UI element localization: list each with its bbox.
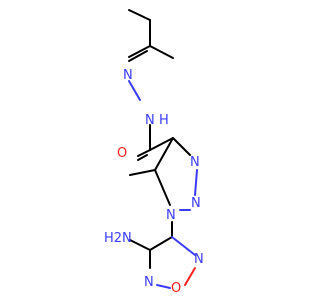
atom-h-amide: H <box>159 113 169 128</box>
bond-ethyl-ch3 <box>128 9 151 21</box>
atom-o-carbonyl: O <box>117 146 127 161</box>
bond-ketimine-c-n <box>128 45 151 58</box>
atom-n-furazan-1: N <box>144 275 154 290</box>
atom-n-furazan-2: N <box>194 252 204 267</box>
atom-labels: N N H O N N N H2N N O N <box>104 68 204 296</box>
bond-amine-c4 <box>129 239 151 251</box>
bond-carbonyl-double-b <box>137 154 148 161</box>
atom-nh-amide: N <box>145 113 155 128</box>
carbon-bonds <box>128 9 174 176</box>
bond-furazan-c3-c4 <box>149 236 173 251</box>
atom-n-triazole-1: N <box>166 208 176 223</box>
atom-n-hydrazone: N <box>123 68 133 83</box>
chemical-structure-diagram: N N H O N N N H2N N O N <box>104 9 204 296</box>
hetero-bonds <box>128 45 198 289</box>
atom-h2n-amino: H2N <box>104 231 132 246</box>
atom-n-triazole-2: N <box>191 196 201 211</box>
bond-triazole-n1-c5 <box>154 169 171 206</box>
bond-ketimine-c-n-double <box>128 50 148 62</box>
bond-carbonyl-double-a <box>137 149 151 157</box>
bond-n-n <box>128 80 141 101</box>
bond-furazan-n-o <box>156 284 171 289</box>
atom-n-triazole-3: N <box>190 155 200 170</box>
bond-furazan-n-c3 <box>171 236 196 256</box>
bond-furazan-o-n <box>184 267 196 286</box>
atom-o-furazan: O <box>171 281 181 296</box>
bond-carboxamide-c-triazole <box>149 137 174 151</box>
bond-methyl-ketimine <box>149 45 174 59</box>
bond-methyl-triazole <box>129 169 156 176</box>
bond-triazole-c4-c5 <box>154 137 174 171</box>
bond-triazole-n3-n2 <box>194 169 198 196</box>
bond-triazole-c4-n3 <box>172 137 191 156</box>
